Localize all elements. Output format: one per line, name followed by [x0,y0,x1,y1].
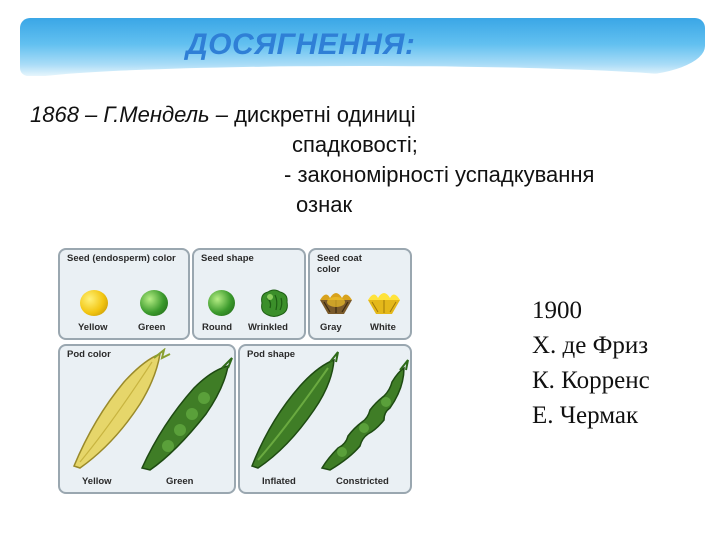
panel-title: Seed coat color [317,253,362,275]
scientist-name: Х. де Фриз [532,332,649,359]
constricted-pod-icon [320,359,409,471]
mendel-date-author: 1868 – Г.Мендель – [30,102,235,127]
white-seed-coat-icon [368,293,400,314]
laws-text: - закономірності успадкування [284,162,595,187]
caption-inflated: Inflated [262,476,296,487]
panel-title: Seed (endosperm) color [67,253,176,264]
caption-wrinkled: Wrinkled [248,322,288,333]
pod-color-illustration [72,348,233,471]
caption-pod-green: Green [166,476,194,487]
yellow-pod-icon [72,348,171,469]
scientist-name: К. Корренс [532,367,650,394]
panel-title: Seed shape [201,253,254,264]
caption-constricted: Constricted [336,476,389,487]
caption-pod-yellow: Yellow [82,476,112,487]
caption-gray: Gray [320,322,342,333]
inflated-pod-icon [251,351,339,469]
traits-text: ознак [296,192,353,217]
slide-title: ДОСЯГНЕННЯ: [186,28,416,61]
panel-seed-coat: Seed coat color Gray White [308,248,412,340]
panel-seed-color: Seed (endosperm) color Yellow Green [58,248,190,340]
green-seed-icon [140,290,168,316]
heredity-text: спадковості; [292,132,418,157]
line-mendel: 1868 – Г.Мендель – дискретні одиниці [30,100,416,130]
rediscovery-year: 1900 [532,297,582,324]
caption-green: Green [138,322,166,333]
title-banner [20,18,705,82]
green-pod-icon [140,357,233,471]
caption-round: Round [202,322,233,333]
scientist-name: Е. Чермак [532,402,639,429]
panel-pod-shape: Pod shape Inflated Constricted [238,344,412,494]
panel-seed-shape: Seed shape Round Wrinkled [192,248,306,340]
panel-pod-color: Pod color Yellow Green [58,344,236,494]
panel-title: Pod shape [247,349,296,360]
mendel-traits-diagram: Seed (endosperm) color Yellow Green Seed… [58,248,418,498]
round-seed-icon [208,290,235,316]
caption-white: White [370,322,396,333]
discrete-units-text: дискретні одиниці [234,102,416,127]
rediscovery-block: 1900 Х. де Фриз К. Корренс Е. Чермак [532,293,650,433]
yellow-seed-icon [80,290,108,316]
gray-seed-coat-icon [320,293,352,314]
panel-title: Pod color [67,349,111,360]
caption-yellow: Yellow [78,322,108,333]
wrinkled-seed-icon [261,289,288,317]
pod-shape-illustration [251,351,409,471]
